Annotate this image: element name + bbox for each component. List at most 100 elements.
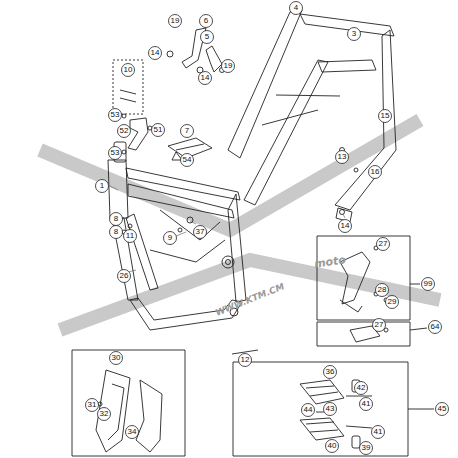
callout-number: 7 — [185, 127, 189, 135]
callout-circle — [126, 426, 139, 439]
callout-circle — [369, 166, 382, 179]
callout-circle — [199, 72, 212, 85]
callout-number: 5 — [205, 33, 209, 41]
callout-number: 26 — [120, 272, 129, 280]
callout-number: 9 — [168, 234, 172, 242]
callout-circle — [109, 109, 122, 122]
callout-circle — [326, 440, 339, 453]
watermark: WWW.KTM.CM — [214, 282, 285, 318]
callout-circle — [86, 399, 99, 412]
callout-number: 28 — [378, 286, 387, 294]
callout-number: 32 — [100, 410, 109, 418]
callout-circle — [324, 403, 337, 416]
watermark-swoosh — [40, 120, 440, 330]
callout-number: 41 — [362, 400, 371, 408]
callout-circle — [194, 226, 207, 239]
callout-circle — [124, 230, 137, 243]
callout-circle — [118, 270, 131, 283]
frame-protector — [136, 380, 162, 452]
callout-number: 99 — [424, 280, 433, 288]
callout-circle — [372, 426, 385, 439]
callout-number: 27 — [375, 321, 384, 329]
callout-circle — [377, 238, 390, 251]
callout-circle — [122, 64, 135, 77]
callout-number: 42 — [357, 384, 366, 392]
callout-number: 19 — [224, 62, 233, 70]
callout-circle — [360, 398, 373, 411]
callout-number: 15 — [381, 112, 390, 120]
callout-number: 14 — [341, 222, 350, 230]
callout-circle — [96, 180, 109, 193]
callout-circle — [110, 226, 123, 239]
callout-number: 54 — [183, 156, 192, 164]
kit-box — [113, 60, 143, 114]
callout-circle — [239, 354, 252, 367]
callout-circle — [376, 284, 389, 297]
kit-box — [72, 350, 185, 456]
callout-number: 45 — [438, 405, 447, 413]
subframe — [228, 10, 396, 222]
callout-number: 41 — [374, 428, 383, 436]
callout-number: 43 — [326, 405, 335, 413]
callout-number: 53 — [111, 111, 120, 119]
callout-number: 64 — [431, 323, 440, 331]
callout-number: 19 — [171, 17, 180, 25]
callout-number: 1 — [100, 182, 104, 190]
callout-circle — [222, 60, 235, 73]
callout-number: 36 — [326, 368, 335, 376]
callout-number: 27 — [379, 240, 388, 248]
callout-number: 39 — [362, 444, 371, 452]
callout-circle — [152, 124, 165, 137]
callout-number: 6 — [204, 17, 208, 25]
callout-circle — [360, 442, 373, 455]
callout-circle — [201, 31, 214, 44]
callout-circle — [110, 352, 123, 365]
callout-number: 14 — [201, 74, 210, 82]
kit-box — [233, 362, 408, 456]
callout-circle — [355, 382, 368, 395]
callout-number: 31 — [88, 401, 97, 409]
callout-circle — [169, 15, 182, 28]
callout-circle — [379, 110, 392, 123]
callout-number: 12 — [241, 356, 250, 364]
callout-circle — [436, 403, 449, 416]
swingarm-pivot — [222, 256, 234, 268]
callout-circle — [348, 28, 361, 41]
callout-circle — [422, 278, 435, 291]
watermark: moto — [313, 254, 346, 269]
callout-circle — [109, 147, 122, 160]
callout-number: 29 — [388, 298, 397, 306]
callout-number: 53 — [111, 149, 120, 157]
callout-circle — [336, 151, 349, 164]
callout-number: 10 — [124, 66, 133, 74]
callout-number: 16 — [371, 168, 380, 176]
callout-circle — [181, 154, 194, 167]
footpeg — [300, 418, 344, 440]
callout-circle — [386, 296, 399, 309]
callout-number: 40 — [328, 442, 337, 450]
callout-number: 34 — [128, 428, 137, 436]
callout-number: 14 — [151, 49, 160, 57]
callout-number: 44 — [304, 406, 313, 414]
bracket — [182, 28, 222, 72]
bracket — [128, 118, 148, 150]
callout-circle — [110, 213, 123, 226]
callout-circle — [164, 232, 177, 245]
callout-circle — [149, 47, 162, 60]
callout-circle — [373, 319, 386, 332]
callout-circle — [181, 125, 194, 138]
callout-circle — [98, 408, 111, 421]
callout-number: 8 — [114, 215, 118, 223]
frame-protector — [96, 370, 130, 452]
kit-box — [317, 236, 410, 320]
callout-circle — [339, 220, 352, 233]
callout-circle — [429, 321, 442, 334]
callout-number: 11 — [126, 232, 134, 240]
callout-number: 37 — [196, 228, 205, 236]
callout-number: 30 — [112, 354, 121, 362]
callout-circle — [118, 125, 131, 138]
callout-circle — [200, 15, 213, 28]
callout-circle — [302, 404, 315, 417]
callout-number: 3 — [352, 30, 356, 38]
callout-number: 8 — [114, 228, 118, 236]
